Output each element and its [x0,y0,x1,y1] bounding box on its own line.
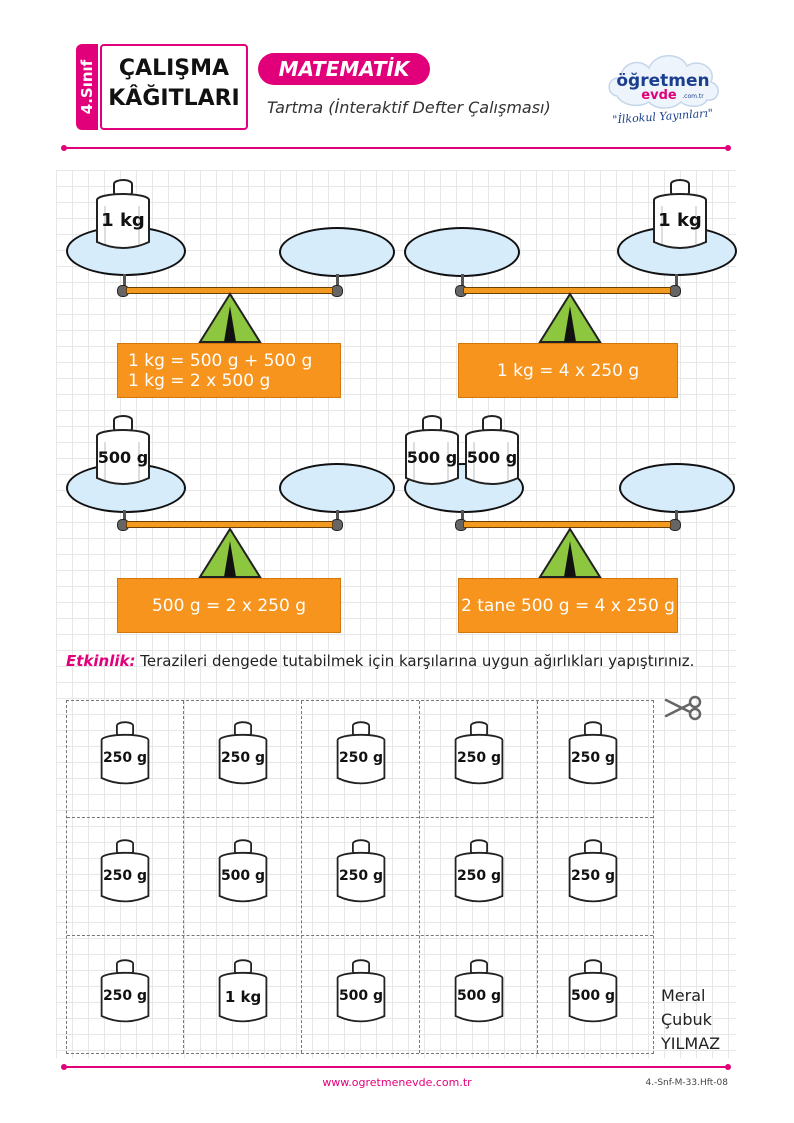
footer-code: 4.-Snf-M-33.Hft-08 [645,1078,728,1088]
right-pan [279,227,395,277]
cutout-weight[interactable]: 500 g [566,950,620,1028]
header-divider [61,145,731,151]
cutout-weight[interactable]: 500 g [452,950,506,1028]
cutout-weight[interactable]: 250 g [98,950,152,1028]
beam [463,287,671,294]
left-pan [66,226,186,276]
title-line-1: ÇALIŞMA [118,56,230,81]
equation-box: 1 kg = 500 g + 500 g 1 kg = 2 x 500 g [117,343,341,398]
cutout-weight[interactable]: 250 g [566,830,620,908]
topic-subtitle: Tartma (İnteraktif Defter Çalışması) [267,98,551,117]
footer-divider [61,1064,731,1070]
cutout-weight[interactable]: 500 g [334,950,388,1028]
cutout-weight[interactable]: 250 g [98,830,152,908]
cutout-weight[interactable]: 500 g [216,830,270,908]
beam [126,521,333,528]
equation-line: 1 kg = 2 x 500 g [128,370,271,391]
equation-box: 500 g = 2 x 250 g [117,578,341,633]
equation-line: 1 kg = 4 x 250 g [496,360,640,381]
logo-word-2: evde [641,88,677,103]
cutout-weight[interactable]: 1 kg [216,950,270,1028]
scissors-icon [664,695,702,721]
equation-box: 2 tane 500 g = 4 x 250 g [458,578,678,633]
cutout-weight[interactable]: 250 g [334,712,388,790]
right-pan [279,463,395,513]
fulcrum [538,292,602,343]
fulcrum [198,292,262,343]
weight-1kg: 1 kg [93,170,153,254]
cutout-weight[interactable]: 250 g [566,712,620,790]
subject-badge: MATEMATİK [258,53,430,85]
worksheet-title: ÇALIŞMA KÂĞITLARI [100,44,248,130]
left-pan [404,227,520,277]
equation-box: 1 kg = 4 x 250 g [458,343,678,398]
cutout-weight[interactable]: 250 g [216,712,270,790]
weight-1kg: 1 kg [650,170,710,254]
logo-word-1: öğretmen [616,71,709,91]
cutout-weight[interactable]: 250 g [334,830,388,908]
cutout-grid [66,700,654,1054]
grade-label: 4.Sınıf [78,59,96,115]
fulcrum [198,527,262,578]
footer-url[interactable]: www.ogretmenevde.com.tr [322,1076,472,1089]
equation-line: 1 kg = 500 g + 500 g [128,350,313,371]
beam [463,521,671,528]
cutout-weight[interactable]: 250 g [452,830,506,908]
equation-line: 2 tane 500 g = 4 x 250 g [461,595,675,616]
cutout-weight[interactable]: 250 g [452,712,506,790]
activity-instruction: Etkinlik: Terazileri dengede tutabilmek … [66,652,694,670]
weight-500g: 500 g [93,406,153,490]
equation-line: 500 g = 2 x 250 g [151,595,307,616]
activity-label: Etkinlik: [66,652,136,670]
author-name: Meral Çubuk YILMAZ [661,986,721,1053]
publisher-logo: öğretmen evde .com.tr "İlkokul Yayınları… [608,55,719,127]
right-pan [619,463,735,513]
logo-domain: .com.tr [682,93,704,100]
activity-text: Terazileri dengede tutabilmek için karşı… [135,652,695,670]
grade-tab: 4.Sınıf [76,44,98,130]
fulcrum [538,527,602,578]
cutout-weight[interactable]: 250 g [98,712,152,790]
weight-500g: 500 g [402,406,462,490]
weight-500g: 500 g [462,406,522,490]
title-line-2: KÂĞITLARI [108,86,240,111]
